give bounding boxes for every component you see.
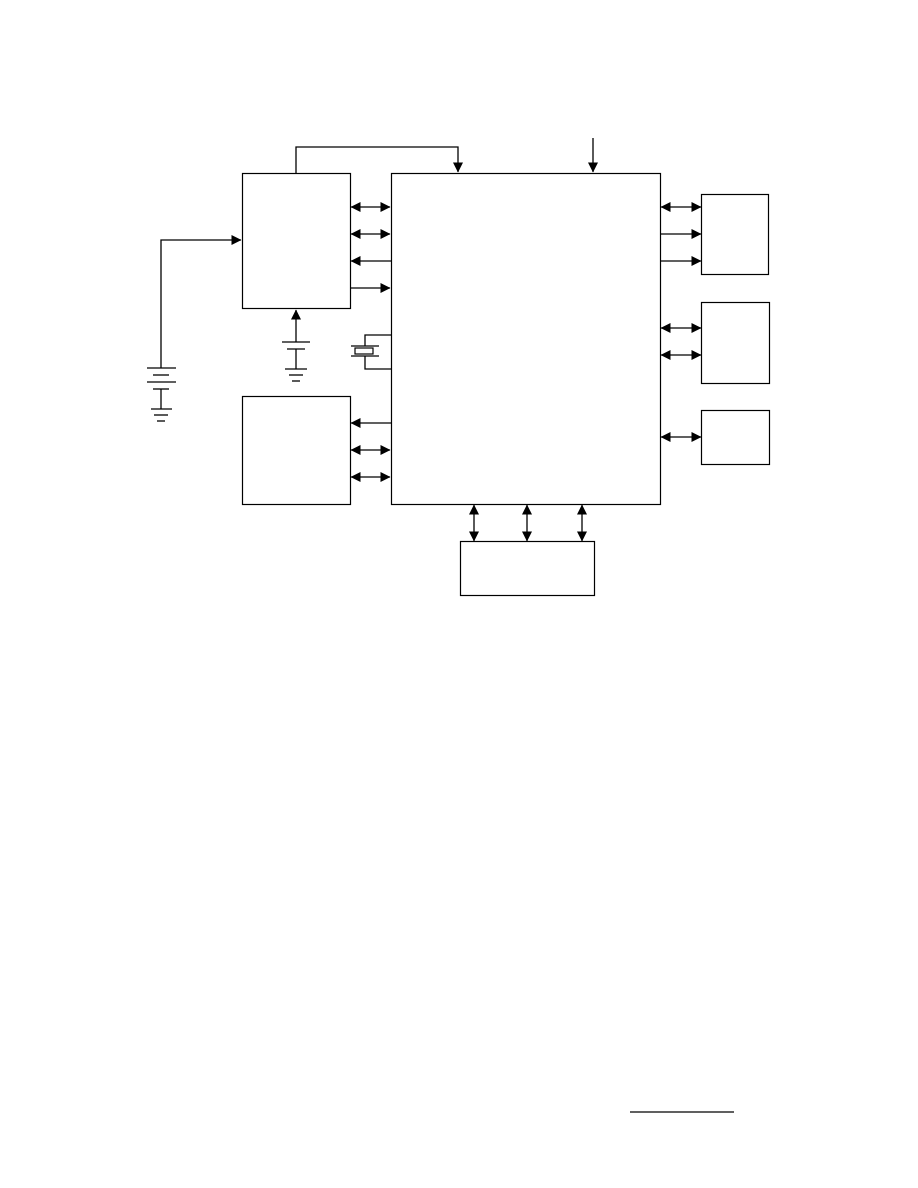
main-block — [390, 172, 662, 506]
left-bottom-block — [241, 395, 352, 506]
ground-symbol — [282, 309, 310, 382]
bottom-block — [459, 540, 596, 597]
top-feedback-arrow — [295, 146, 463, 173]
right-bottom-block — [700, 409, 771, 466]
left-top-block — [241, 172, 352, 310]
battery-symbol — [147, 235, 242, 422]
crystal-symbol — [351, 334, 391, 370]
right-top-block — [700, 193, 770, 276]
right-middle-block — [700, 301, 771, 385]
